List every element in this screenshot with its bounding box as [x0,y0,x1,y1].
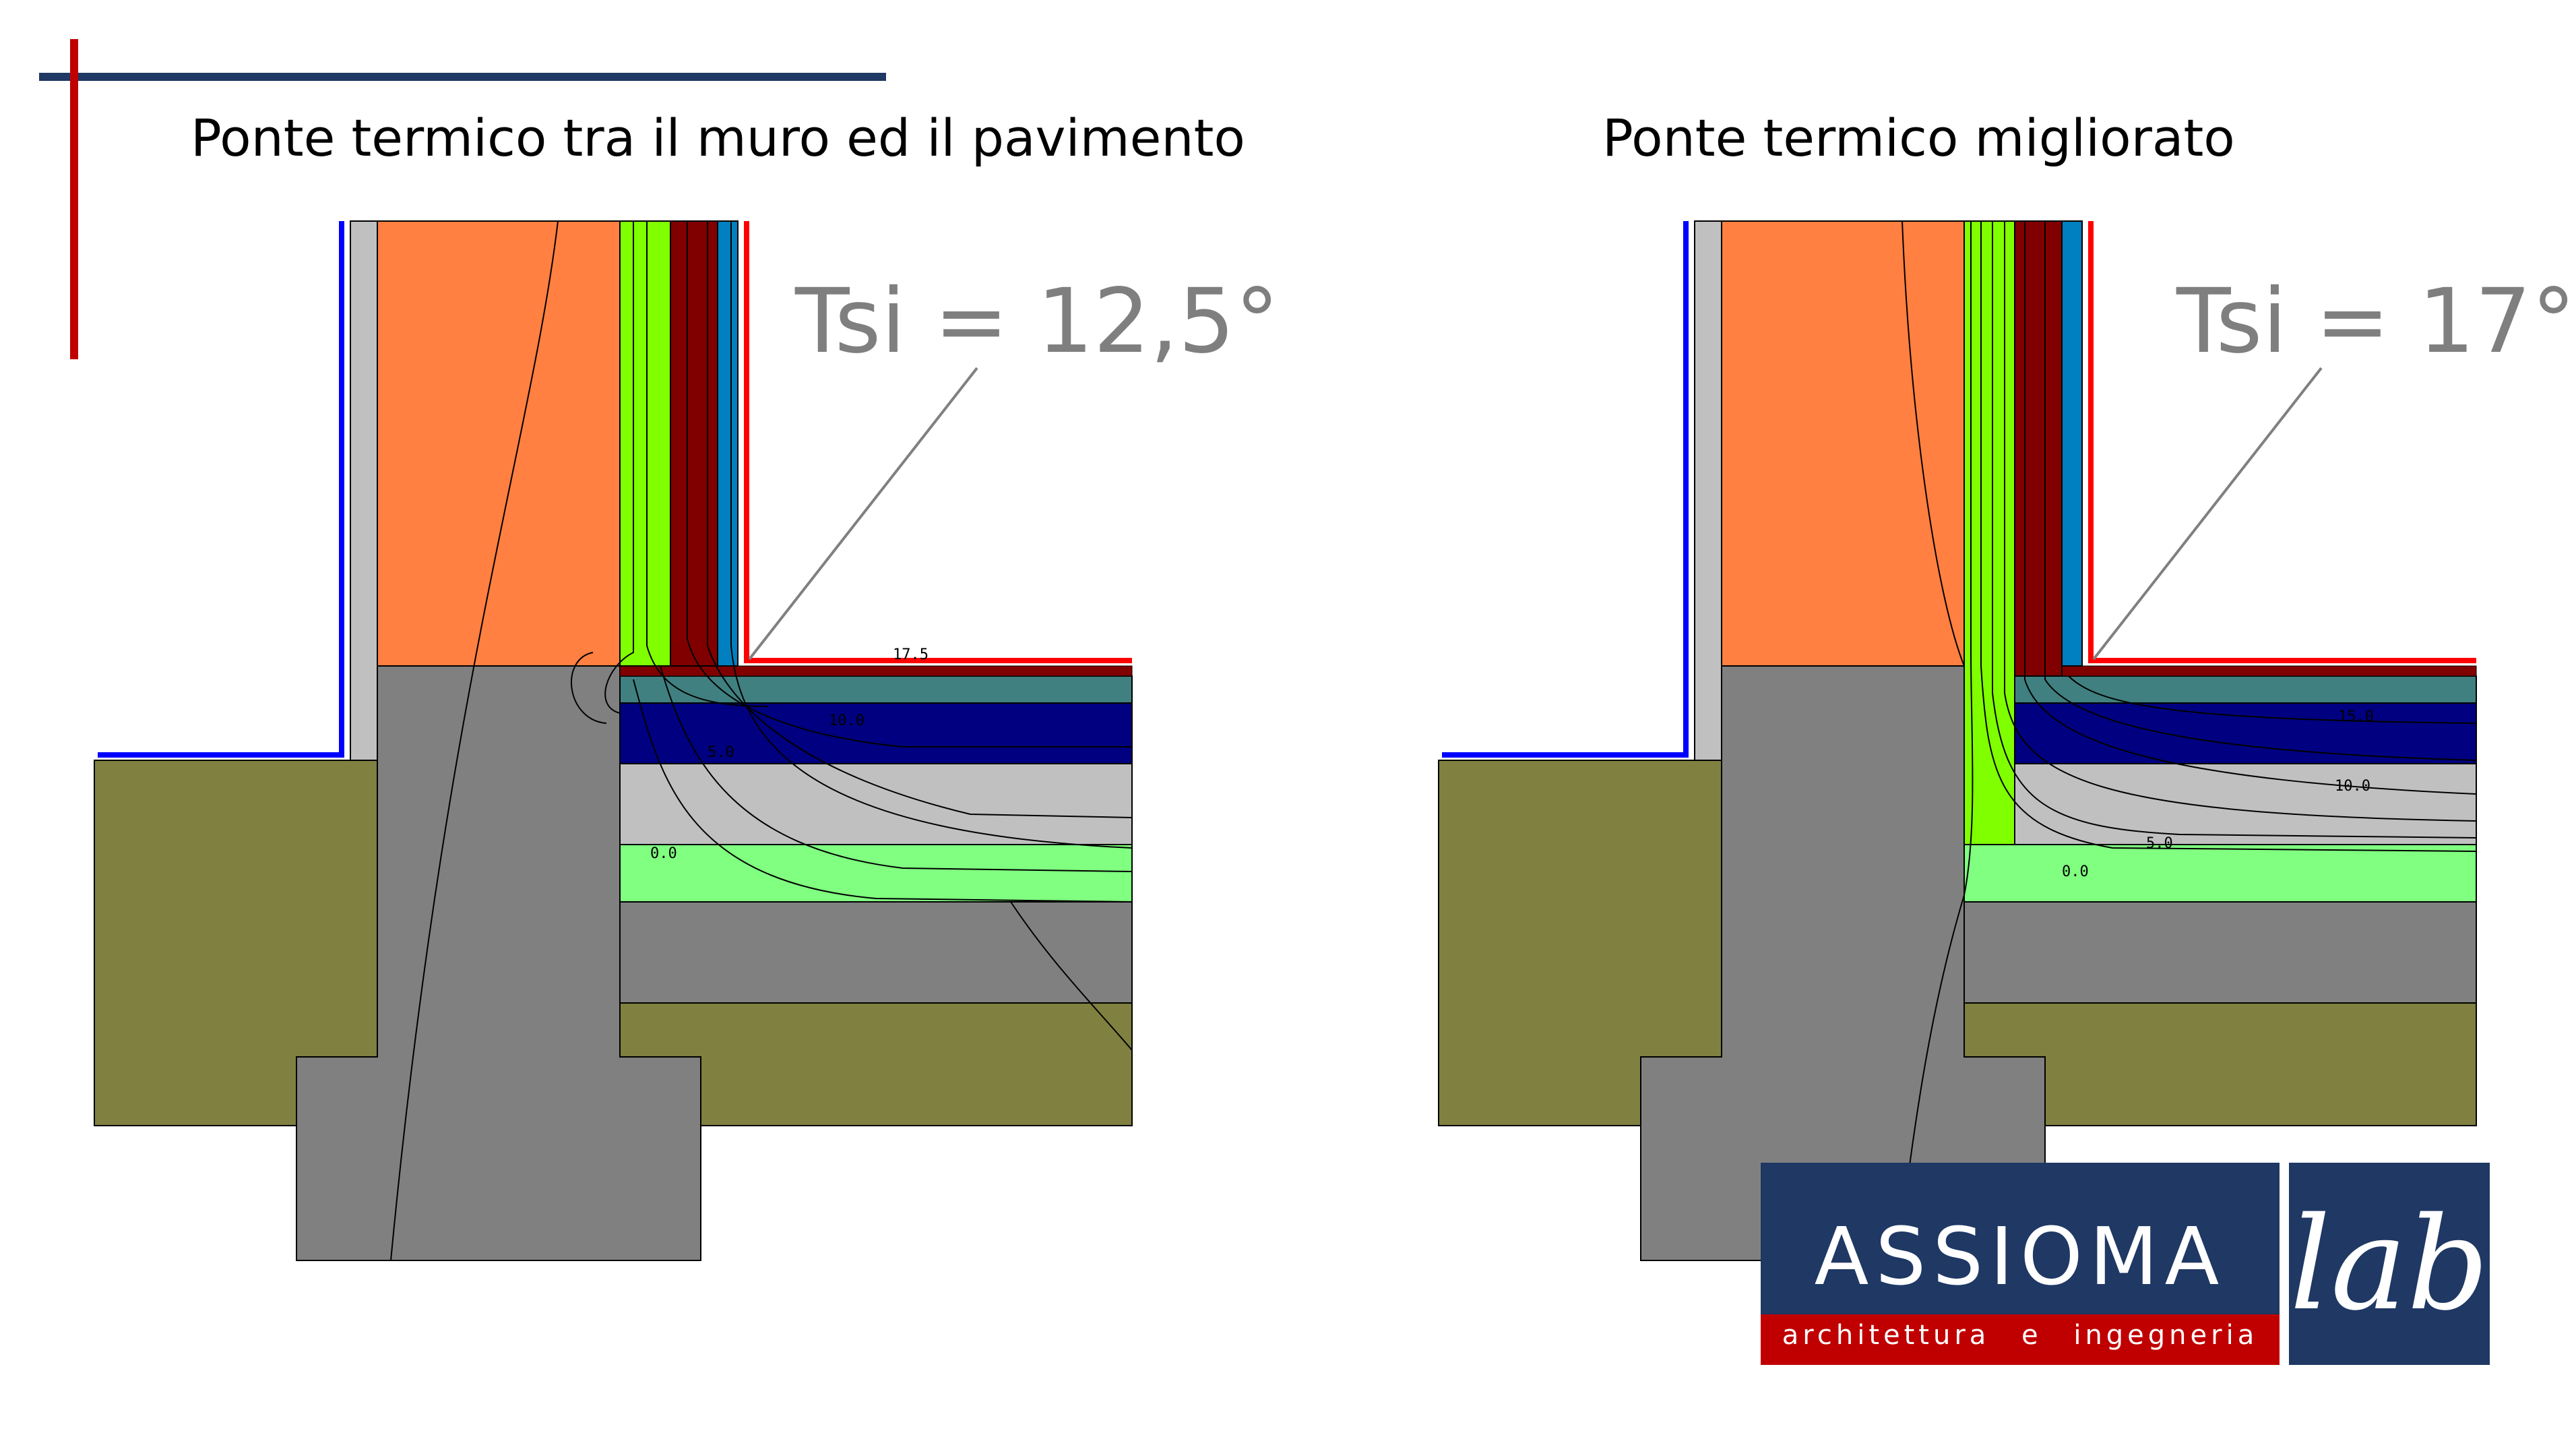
right-thermal-bridge-diagram: 15.0 10.0 5.0 0.0 [1438,220,2477,1261]
dark-red-layer [670,220,718,667]
internal-boundary [744,221,1132,663]
teal-layer [1964,675,2477,704]
external-boundary [1442,221,1689,758]
isotherm-label-4: 0.0 [650,845,677,862]
external-plaster [1694,220,1722,761]
dark-red-layer [2014,220,2063,677]
left-thermal-bridge-diagram: 17.5 10.0 5.0 0.0 [94,220,1133,1261]
isotherm-label-1: 17.5 [893,646,929,663]
isotherm-label-4: 0.0 [2062,863,2089,880]
concrete-slab [1964,901,2477,1004]
isotherm-label-3: 5.0 [2146,835,2173,852]
isotherm-lines [390,220,1133,1261]
isotherm-label-3: 5.0 [708,744,734,761]
external-boundary [98,221,344,758]
assioma-logo: ASSIOMA architettura e ingegneria [1761,1163,2280,1365]
teal-layer [619,675,1133,704]
tsi-pointer-line [748,367,978,661]
tsi-pointer-line [2092,367,2323,661]
logo-lab-text: lab [2290,1190,2489,1339]
internal-boundary [2088,221,2476,663]
decorative-vertical-line [70,39,78,359]
light-green-layer [1964,844,2477,903]
external-plaster [350,220,378,761]
left-title: Ponte termico tra il muro ed il paviment… [191,108,1245,168]
decorative-horizontal-line [39,73,886,81]
soil-right [619,1002,1133,1126]
right-tsi-label: Tsi = 17° [2176,270,2576,373]
logo-name: ASSIOMA [1814,1210,2226,1303]
masonry-wall [1721,220,1965,667]
masonry-wall [377,220,621,667]
navy-layer [1964,702,2477,764]
soil-right [1964,1002,2477,1126]
concrete-slab [619,901,1133,1004]
blue-layer [717,220,739,667]
dark-red-strip [619,665,1133,677]
navy-layer [619,702,1133,764]
green-insulation [619,220,671,667]
light-gray-layer [1964,763,2477,845]
light-green-layer [619,844,1133,903]
right-title: Ponte termico migliorato [1602,108,2235,168]
left-tsi-label: Tsi = 12,5° [795,270,1280,373]
logo-tagline-bar: architettura e ingegneria [1761,1314,2280,1365]
lab-logo: lab [2289,1163,2490,1365]
light-gray-layer [619,763,1133,845]
isotherm-label-2: 10.0 [829,712,865,729]
logo-tagline: architettura e ingegneria [1782,1320,2259,1351]
blue-layer [2061,220,2083,667]
isotherm-label-2: 10.0 [2335,778,2370,795]
isotherm-label-1: 15.0 [2338,708,2374,725]
